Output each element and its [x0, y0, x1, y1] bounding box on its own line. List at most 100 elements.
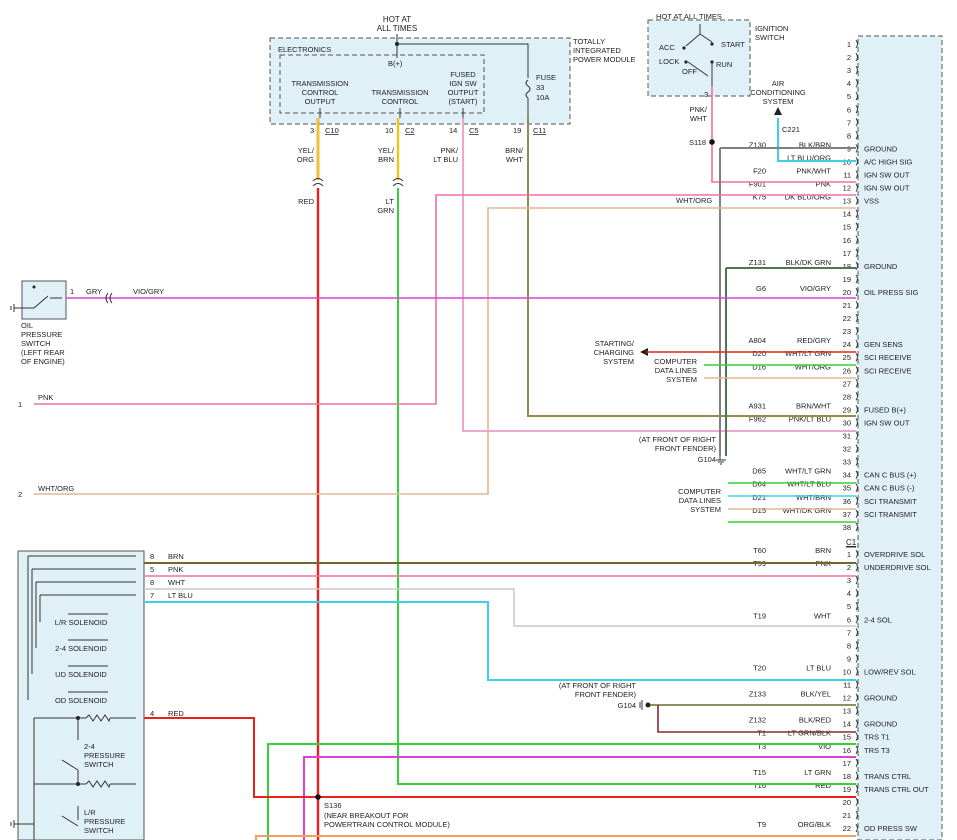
- brn-wht-label-2: WHT: [506, 155, 523, 164]
- trans-ground-icon: [10, 820, 34, 828]
- wht-org-vss-wire: [34, 207, 856, 495]
- tipm-label-3: POWER MODULE: [573, 55, 636, 64]
- fused-label-1: FUSED: [450, 70, 476, 79]
- pin-bracket: [855, 628, 858, 637]
- transmission-solenoid-assembly: [17, 550, 145, 840]
- pin-number: 29: [843, 405, 851, 414]
- start-contact: [710, 42, 714, 46]
- s136-label-2: (NEAR BREAKOUT FOR: [324, 811, 409, 820]
- pin-number: 37: [843, 510, 851, 519]
- circuit-code: T3: [757, 742, 766, 751]
- pin-bracket: [855, 771, 858, 781]
- pin-number: 8: [847, 131, 851, 140]
- wire-color-label: WHT/LT GRN: [785, 349, 831, 358]
- pin-bracket: [855, 823, 858, 833]
- pressure-switch-leads: [34, 717, 136, 785]
- lead-2-number: 2: [18, 490, 22, 499]
- pin-10-label: 10: [385, 126, 393, 135]
- pin-number: 21: [843, 811, 851, 820]
- pin-number: 33: [843, 458, 851, 467]
- pin-bracket: [855, 693, 858, 702]
- fuse-symbol: [525, 79, 531, 99]
- fuse-amperage: 10A: [536, 93, 549, 102]
- trs-t3-wire: [303, 756, 856, 840]
- wire-color-label: PNK/WHT: [796, 167, 831, 176]
- g104-label-3: G104: [698, 455, 716, 464]
- pin-number: 5: [847, 602, 851, 611]
- ac-high-wire: [777, 118, 856, 162]
- fused-label-2: IGN SW: [449, 79, 477, 88]
- pin-number: 13: [843, 707, 851, 716]
- pin-number: 12: [843, 694, 851, 703]
- pin-function-label: GROUND: [864, 694, 898, 703]
- pin-number: 3: [847, 66, 851, 75]
- fused-label-4: (START): [449, 97, 478, 106]
- wire-color-label: LT BLU/ORG: [787, 153, 831, 162]
- trans-pin-5-color: PNK: [168, 565, 183, 574]
- pin-bracket: [855, 496, 858, 506]
- pin-number: 15: [843, 733, 851, 742]
- ops-label-4: (LEFT REAR: [21, 348, 65, 357]
- pin-function-label: TRS T3: [864, 746, 890, 755]
- pin-bracket: [855, 65, 858, 75]
- ops-pin-label: 1: [70, 287, 74, 296]
- lead-1-color: PNK: [38, 393, 53, 402]
- circuit-code: D16: [752, 362, 766, 371]
- pin-bracket: [855, 418, 858, 427]
- ign-hot-label: HOT AT ALL TIMES: [656, 12, 722, 21]
- trans-pin-8-color: BRN: [168, 552, 184, 561]
- b-plus-feed: [396, 34, 529, 78]
- pin-bracket: [855, 745, 858, 755]
- pin-bracket: [855, 287, 858, 297]
- ops-label-2: PRESSURE: [21, 330, 62, 339]
- pin-bracket: [855, 732, 858, 741]
- wire-color-label: LT GRN: [804, 768, 831, 777]
- ac-label-3: SYSTEM: [763, 97, 794, 106]
- tc-label-1: TRANSMISSION: [371, 88, 428, 97]
- pin-bracket: [855, 522, 858, 532]
- pin-function-label: SCI TRANSMIT: [864, 510, 917, 519]
- inline-connector-mark: [105, 292, 113, 304]
- tipm-internal-leads: [319, 108, 464, 118]
- pin-number: 12: [843, 184, 851, 193]
- circuit-code: T19: [753, 611, 766, 620]
- pnk-ign-wire: [34, 194, 856, 405]
- yel-brn-label-1: YEL/: [378, 146, 395, 155]
- pin-number: 9: [847, 654, 851, 663]
- pin-number: 22: [843, 824, 851, 833]
- wire-color-label: BLK/YEL: [801, 690, 831, 699]
- pin-bracket: [855, 183, 858, 192]
- pin-14-label: 14: [449, 126, 457, 135]
- circuit-code: Z133: [749, 690, 766, 699]
- yel-org-label-1: YEL/: [298, 146, 315, 155]
- pin-number: 35: [843, 484, 851, 493]
- circuit-code: D65: [752, 467, 766, 476]
- pnk-wht-label-1: PNK/: [689, 105, 707, 114]
- ps24-label-3: SWITCH: [84, 760, 114, 769]
- wire-color-label: BRN: [815, 546, 831, 555]
- ops-label-3: SWITCH: [21, 339, 51, 348]
- cdl1-label-3: SYSTEM: [666, 375, 697, 384]
- splice-dot: [315, 794, 321, 800]
- pin-bracket: [855, 235, 858, 245]
- 24-solenoid-label: 2-4 SOLENOID: [55, 644, 107, 653]
- pin-number: 11: [843, 681, 851, 690]
- pin-number: 6: [847, 105, 851, 114]
- yel-brn-label-2: BRN: [378, 155, 394, 164]
- s136-label-3: POWERTRAIN CONTROL MODULE): [324, 820, 450, 829]
- starting-arrow-icon: [640, 348, 648, 356]
- pin-number: 8: [847, 641, 851, 650]
- wire-color-label: ORG/BLK: [798, 820, 831, 829]
- lock-label: LOCK: [659, 57, 679, 66]
- pin-3-label: 3: [310, 126, 314, 135]
- pin-bracket: [855, 196, 858, 205]
- wire-color-label: LT BLU: [806, 663, 831, 672]
- circuit-code: A804: [748, 336, 766, 345]
- off-label: OFF: [682, 67, 697, 76]
- pin-number: 31: [843, 432, 851, 441]
- pin-bracket: [855, 601, 858, 611]
- b-plus-label: B(+): [388, 59, 403, 68]
- wire-color-label: WHT/LT BLU: [787, 480, 831, 489]
- od-solenoid-label: OD SOLENOID: [55, 696, 108, 705]
- wire-color-label: RED: [815, 781, 831, 790]
